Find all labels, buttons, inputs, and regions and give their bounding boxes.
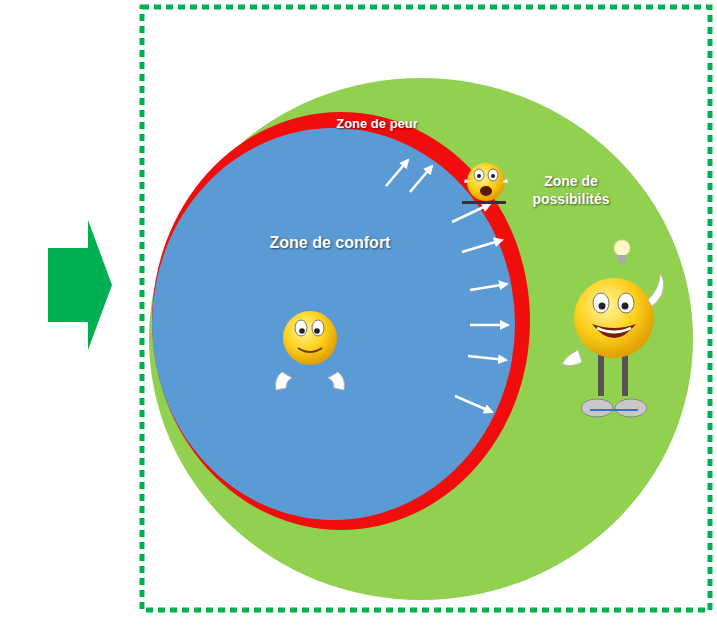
- mouth: [592, 324, 636, 338]
- push-arrow: [468, 356, 506, 360]
- teeth: [597, 328, 631, 332]
- glove: [562, 350, 582, 366]
- leg: [622, 354, 628, 396]
- glove: [648, 274, 664, 306]
- zone-label: Zone de possibilités: [521, 173, 621, 208]
- green-arrow: [48, 220, 112, 350]
- zone-ellipse: [152, 112, 530, 530]
- zone-ellipse: [152, 128, 515, 520]
- push-arrows: [386, 160, 508, 412]
- push-arrow: [410, 166, 432, 192]
- pupil: [599, 303, 606, 310]
- push-arrow: [470, 284, 507, 290]
- push-arrow: [386, 160, 408, 186]
- glove: [502, 179, 508, 183]
- eye: [618, 293, 634, 313]
- pupil: [314, 328, 320, 334]
- pupil: [477, 174, 481, 178]
- eye: [488, 169, 498, 181]
- pupil: [622, 303, 629, 310]
- face: [467, 163, 505, 201]
- happy-emoji: [562, 240, 664, 417]
- glove: [328, 372, 344, 390]
- eye: [312, 320, 324, 336]
- glove: [464, 179, 470, 183]
- fear-zone: Zone de peurZone de confort: [152, 112, 530, 530]
- possibility-zone: Zone de possibilitésZone de peurZone de …: [149, 78, 693, 600]
- sneaker-stripe: [590, 409, 638, 411]
- sneaker: [615, 399, 647, 417]
- eye: [474, 169, 484, 181]
- fear-emoji: [462, 163, 508, 204]
- push-arrow: [455, 396, 492, 412]
- ledge: [462, 201, 506, 204]
- glove: [276, 372, 292, 390]
- mouth: [480, 186, 492, 196]
- zone-outline: [152, 128, 515, 520]
- push-arrow: [462, 240, 502, 252]
- comfort-zone: Zone de confort: [152, 128, 515, 520]
- mouth: [298, 348, 322, 352]
- eye: [295, 320, 307, 336]
- leg: [598, 354, 604, 396]
- face: [283, 311, 337, 365]
- zone-ellipse: [149, 78, 693, 600]
- pupil: [491, 174, 495, 178]
- eye: [593, 293, 609, 313]
- bulb-base: [618, 255, 626, 263]
- push-arrow: [470, 324, 508, 327]
- pupil: [299, 328, 305, 334]
- zone-label: Zone de confort: [250, 233, 410, 253]
- zone-label: Zone de peur: [322, 116, 432, 132]
- face: [574, 278, 654, 358]
- light-bulb: [614, 240, 630, 256]
- push-arrow: [452, 204, 490, 222]
- comfort-emoji: [276, 311, 345, 390]
- dotted-frame: [142, 7, 710, 610]
- sneaker: [581, 399, 613, 417]
